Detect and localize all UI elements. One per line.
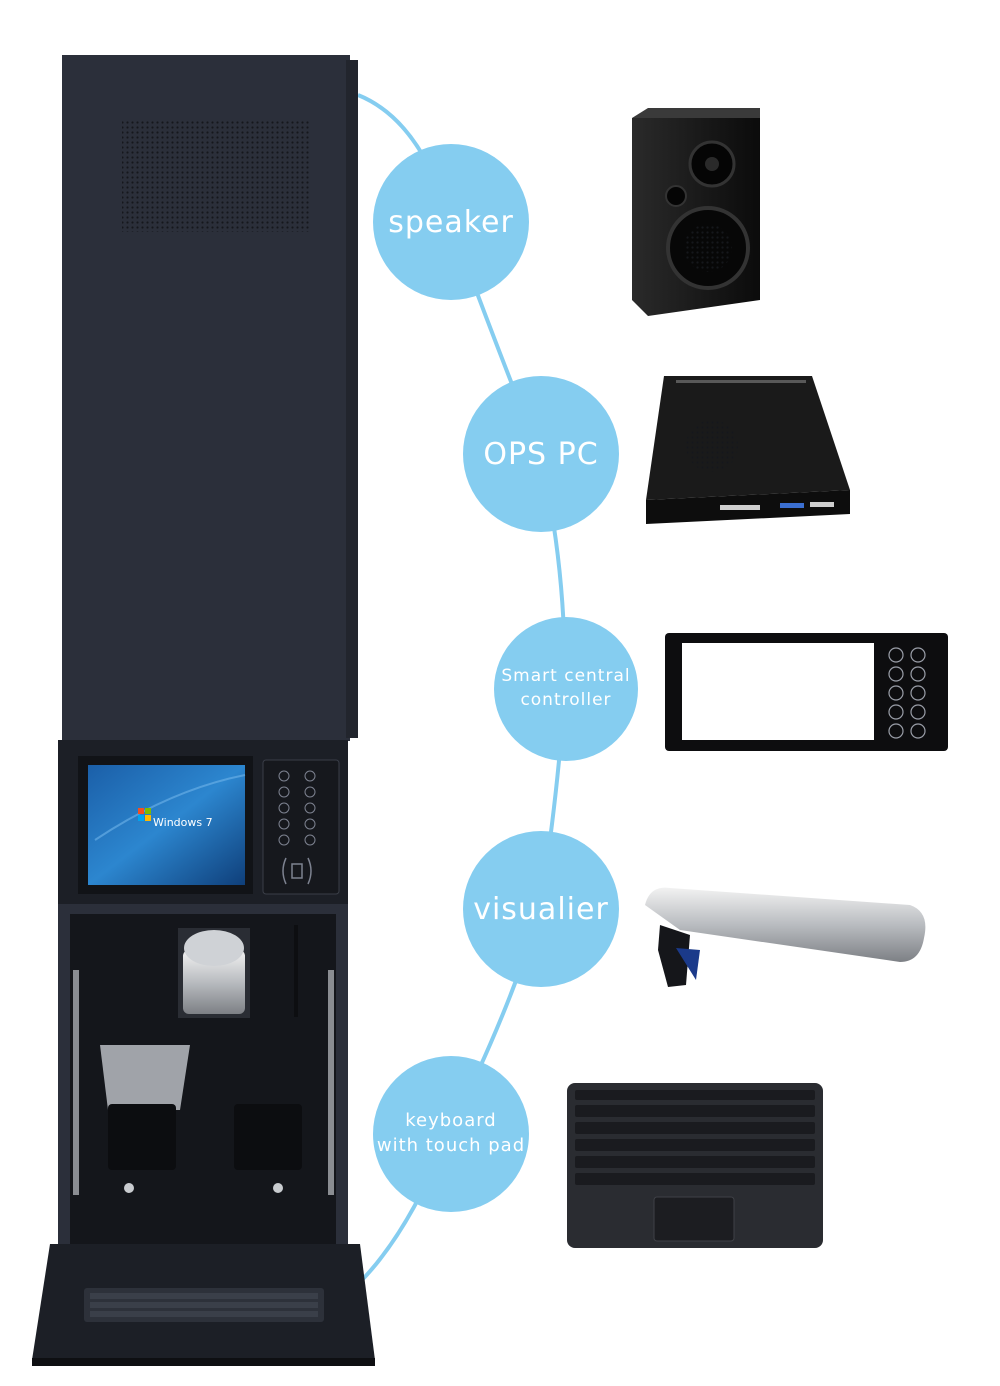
left-pocket xyxy=(108,1104,176,1170)
kiosk-screen xyxy=(88,765,245,885)
scanner-head xyxy=(184,930,244,966)
controller-label: Smart central controller xyxy=(494,658,638,720)
speaker-bubble xyxy=(373,144,529,300)
kiosk: Windows 7 xyxy=(32,55,375,1366)
windows-logo-icon xyxy=(138,808,151,821)
visualizer-label: visualier xyxy=(473,891,609,927)
left-gas-strut xyxy=(73,970,79,1195)
kiosk-control-panel xyxy=(262,759,340,895)
kiosk-control-buttons xyxy=(278,770,316,846)
kiosk-speaker-grill xyxy=(122,120,310,232)
right-knob xyxy=(273,1183,283,1193)
ops-pc-bubble xyxy=(463,376,619,532)
keyboard-label: keyboard with touch pad xyxy=(373,1100,529,1166)
speaker-label: speaker xyxy=(388,204,514,240)
tray-keyboard-keys xyxy=(90,1293,318,1317)
accessory-bag xyxy=(100,1045,190,1110)
keyboard-bubble xyxy=(373,1056,529,1212)
scanner-body xyxy=(183,950,245,1014)
screen-swoosh xyxy=(94,774,246,841)
controller-bubble xyxy=(494,617,638,761)
antenna xyxy=(294,925,298,1017)
kiosk-screen-text: Windows 7 xyxy=(153,816,213,829)
speaker-icon xyxy=(632,108,760,316)
kiosk-base xyxy=(32,1358,375,1366)
ops-pc-icon xyxy=(646,376,850,524)
controller-label-line-1: Smart central xyxy=(501,666,631,687)
visualizer-bubble xyxy=(463,831,619,987)
keyboard-icon xyxy=(567,1083,823,1248)
controller-panel-icon xyxy=(665,633,948,751)
keyboard-label-line-2: with touch pad xyxy=(376,1135,526,1156)
ops-pc-label: OPS PC xyxy=(483,436,599,472)
kiosk-side-edge xyxy=(346,60,358,738)
controller-label-line-2: controller xyxy=(520,690,612,710)
keyboard-label-line-1: keyboard xyxy=(405,1109,497,1131)
left-knob xyxy=(124,1183,134,1193)
visualizer-icon xyxy=(645,887,926,987)
right-gas-strut xyxy=(328,970,334,1195)
nfc-reader-icon xyxy=(282,857,312,885)
right-pocket xyxy=(234,1104,302,1170)
